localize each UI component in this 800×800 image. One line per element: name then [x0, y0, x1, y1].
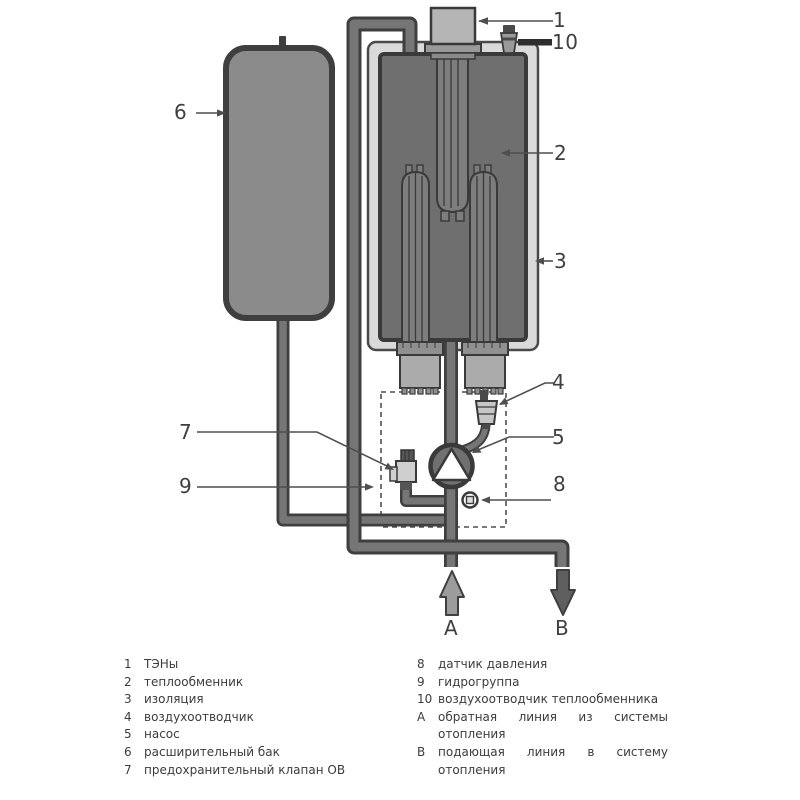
legend-item-10: 10 воздухоотводчик теплообменника	[417, 691, 673, 709]
callout-line-2	[501, 149, 553, 157]
legend-text: изоляция	[144, 692, 204, 707]
legend-text: датчик давления	[438, 657, 548, 671]
legend-num: A	[417, 709, 426, 724]
exchanger-air-vent	[499, 25, 519, 54]
legend-num: 7	[124, 762, 132, 777]
legend-num: 3	[124, 692, 132, 707]
flow-label-a: A	[444, 616, 459, 640]
legend-item-1: 1 ТЭНы	[124, 656, 404, 674]
legend-num: 2	[124, 674, 132, 689]
boiler-schematic-drawing	[196, 6, 576, 616]
legend-num: 5	[124, 727, 132, 742]
legend-num: 1	[124, 657, 132, 671]
callout-line-10	[518, 39, 552, 46]
legend-num: 8	[417, 657, 425, 671]
callout-label-4: 4	[552, 370, 566, 394]
legend-item-2: 2 теплообменник	[124, 674, 404, 692]
callout-line-7	[197, 431, 394, 470]
callout-label-3: 3	[554, 249, 568, 273]
callout-label-5: 5	[552, 425, 566, 449]
air-vent-pipe	[461, 420, 491, 455]
callout-label-9: 9	[179, 474, 193, 498]
callout-label-7: 7	[179, 420, 193, 444]
legend-right-column: 8 датчик давления 9 гидрогруппа 10 возду…	[417, 656, 673, 779]
flow-label-b: B	[555, 616, 570, 640]
callout-label-2: 2	[554, 141, 568, 165]
expansion-tank-pipe	[276, 314, 453, 527]
expansion-tank	[223, 36, 335, 321]
pump	[428, 442, 475, 490]
callout-label-6: 6	[174, 100, 188, 124]
legend-item-6: 6 расширительный бак	[124, 744, 404, 762]
air-vent	[474, 390, 499, 429]
legend-text: теплообменник	[144, 674, 244, 689]
legend-text-line: подающая линия в систему	[438, 744, 668, 759]
legend-text-line: отопления	[438, 727, 506, 742]
callout-line-4	[499, 382, 554, 405]
legend-item-8: 8 датчик давления	[417, 656, 673, 674]
element-flange-left	[396, 341, 444, 395]
callout-label-10: 10	[552, 30, 579, 54]
legend-item-4: 4 воздухоотводчик	[124, 709, 404, 727]
legend-num: 10	[417, 692, 433, 707]
legend-item-9: 9 гидрогруппа	[417, 674, 673, 692]
legend-text: насос	[144, 727, 180, 742]
legend-text: обратная линия из системы отопления	[438, 709, 668, 744]
heating-element-center	[436, 55, 469, 222]
callout-line-1	[478, 17, 553, 25]
callout-line-6	[196, 109, 226, 117]
callout-line-5	[472, 436, 554, 453]
hydro-group-box	[380, 391, 507, 528]
callout-label-1: 1	[553, 8, 567, 32]
element-flange-right	[461, 341, 509, 395]
legend-item-a: A обратная линия из системы отопления	[417, 709, 673, 744]
flow-arrow-a	[439, 570, 465, 616]
legend-item-b: B подающая линия в систему отопления	[417, 744, 673, 779]
callout-line-8	[481, 496, 551, 504]
flow-arrow-b	[550, 569, 576, 616]
legend-item-3: 3 изоляция	[124, 691, 404, 709]
legend-text: ТЭНы	[144, 657, 179, 671]
terminal-box	[424, 6, 482, 60]
legend-num: 9	[417, 674, 425, 689]
legend-num: 6	[124, 744, 132, 759]
legend-item-5: 5 насос	[124, 726, 404, 744]
supply-pipe-loop	[346, 16, 570, 567]
legend-text: предохранительный клапан ОВ	[144, 762, 346, 777]
legend-left-column: 1 ТЭНы 2 теплообменник 3 изоляция 4 возд…	[124, 656, 404, 779]
legend-text-line: обратная линия из системы	[438, 709, 668, 724]
legend-text: воздухоотводчик	[144, 709, 254, 724]
legend-text: гидрогруппа	[438, 674, 520, 689]
callout-line-9	[197, 483, 374, 491]
legend-text: подающая линия в систему отопления	[438, 744, 668, 779]
pressure-sensor	[461, 491, 479, 509]
legend-num: 4	[124, 709, 132, 724]
legend-text: расширительный бак	[144, 744, 280, 759]
safety-valve	[389, 449, 417, 490]
heating-element-left	[401, 164, 430, 343]
callout-line-3	[535, 257, 553, 265]
legend-num: B	[417, 744, 426, 759]
legend-item-7: 7 предохранительный клапан ОВ	[124, 762, 404, 780]
heating-element-right	[469, 164, 498, 343]
legend-text-line: отопления	[438, 762, 506, 777]
legend-text: воздухоотводчик теплообменника	[438, 692, 659, 707]
callout-label-8: 8	[553, 472, 567, 496]
